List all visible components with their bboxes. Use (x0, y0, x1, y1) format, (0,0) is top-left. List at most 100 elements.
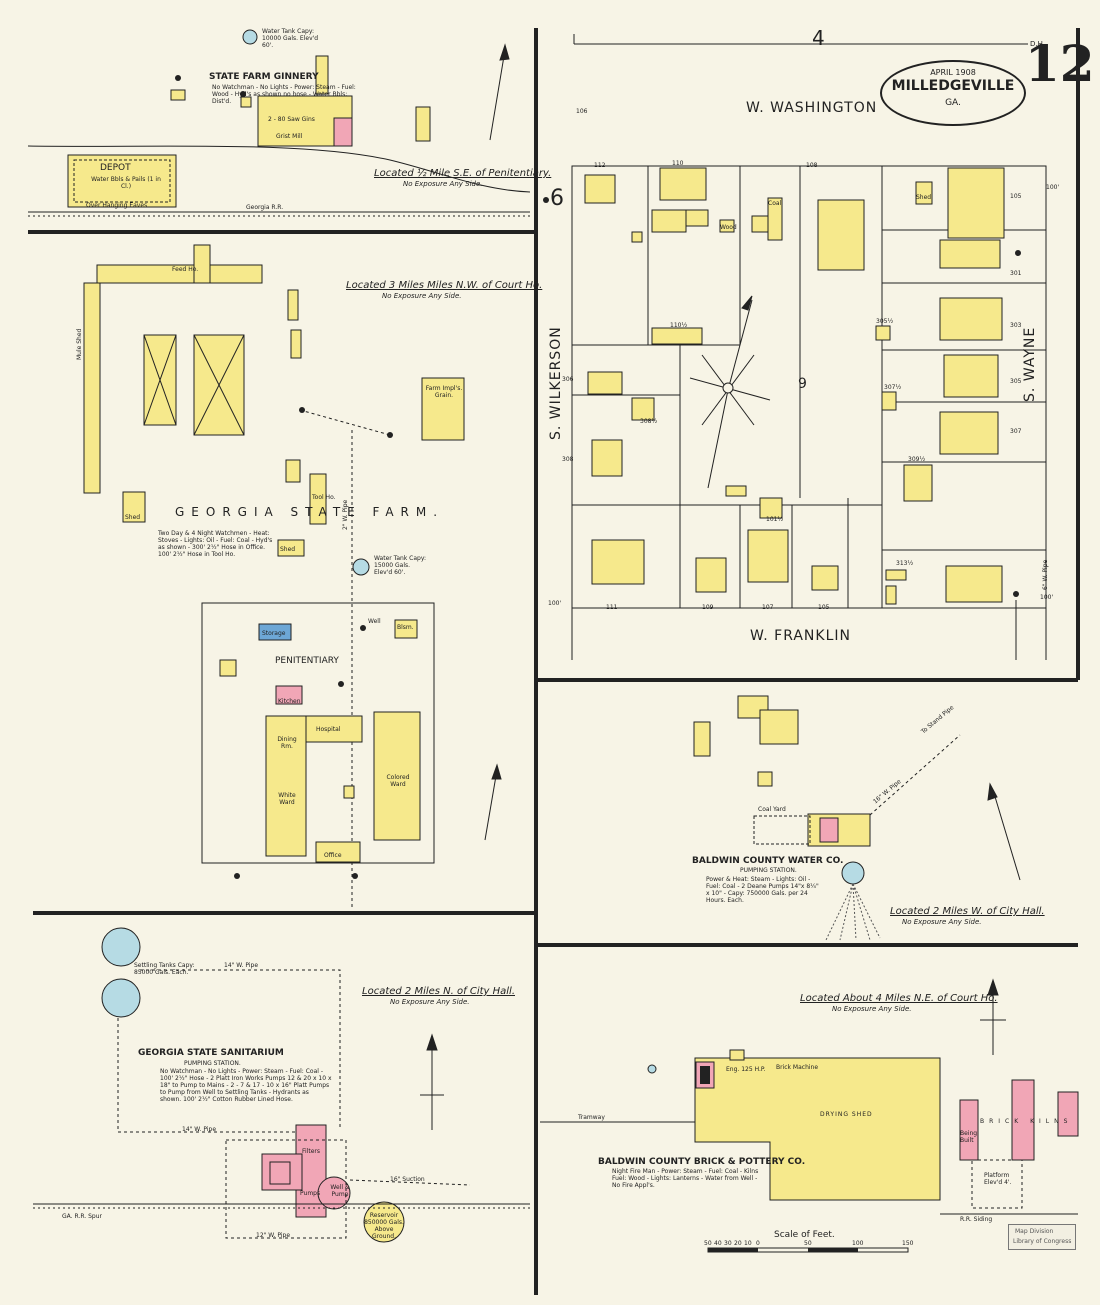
farm-water-tank: Water Tank Capy: 15000 Gals. Elev'd 60'. (374, 555, 426, 576)
sanitarium-subtitle: PUMPING STATION. (184, 1060, 241, 1067)
hospital-label: Hospital (316, 726, 341, 733)
office-label: Office (324, 852, 342, 859)
block-pipe-label: 6" W. Pipe (1042, 559, 1049, 590)
dh-label: D.H. (1030, 40, 1045, 48)
engine-label: Eng. 125 H.P. (726, 1066, 766, 1073)
scale-tick-5: 0 (756, 1240, 760, 1247)
ginnery-water-tank: Water Tank Capy: 10000 Gals. Elev'd 60'. (262, 28, 319, 49)
farm-notes: Two Day & 4 Night Watchmen - Heat: Stove… (158, 530, 273, 558)
north-arrows (420, 43, 1021, 1130)
water-co-title: BALDWIN COUNTY WATER CO. (692, 856, 844, 866)
address-19: 306 (562, 376, 574, 383)
brick-works (540, 1049, 1079, 1215)
being-built-label: Being Built (960, 1130, 978, 1144)
well-pump-label: Well & Pump (330, 1184, 350, 1198)
ginnery-area (27, 29, 531, 217)
farm-exposure: No Exposure Any Side. (382, 292, 462, 300)
railroad-label: Georgia R.R. (246, 204, 284, 211)
depot-note: Water Bbls & Pails (1 in Cl.) (91, 176, 161, 190)
panel-dividers (28, 28, 1080, 1295)
pipe-14-label-2: 14" W. Pipe (182, 1126, 217, 1133)
compass-rose-icon (689, 295, 771, 489)
ginnery-located: Located ½ Mile S.E. of Penitentiary. (374, 168, 552, 179)
city-block (571, 34, 1047, 660)
storage-label: Storage (262, 630, 286, 637)
shed-label: Shed (125, 514, 141, 521)
brick-machine-label: Brick Machine (776, 1064, 819, 1071)
city-name: MILLEDGEVILLE (891, 78, 1015, 94)
state-name: GA. (945, 98, 961, 108)
street-franklin: W. FRANKLIN (750, 628, 851, 644)
block-wood-label: Wood (720, 224, 737, 231)
sheet-number: 12 (1025, 34, 1095, 93)
settling-tanks-label: Settling Tanks Capy: 85000 Gals. Each. (134, 962, 195, 976)
kilns-label: BRICK KILNS (980, 1118, 1073, 1125)
tool-ho-label: Tool Ho. (312, 494, 336, 501)
dimension-2: 100' (548, 600, 562, 607)
ginnery-exposure: No Exposure Any Side. (403, 180, 483, 188)
kitchen-label: Kitchen (278, 698, 301, 705)
farm-pipe-label: 2" W. Pipe (342, 499, 349, 530)
dimension-1: 100' (1046, 184, 1060, 191)
address-6: 309½ (908, 456, 926, 463)
depot-title: DEPOT (100, 163, 131, 173)
coal-yard-label: Coal Yard (758, 806, 786, 813)
address-14: 105 (1010, 193, 1022, 200)
stamp-line-2: Library of Congress (1013, 1238, 1072, 1245)
ginnery-notes: No Watchman - No Lights - Power: Steam -… (212, 84, 356, 105)
suction-label: 16" Suction (390, 1176, 425, 1183)
sheet-ref-top: 4 (812, 26, 826, 50)
address-2: 108 (806, 162, 818, 169)
address-8: 101½ (766, 516, 784, 523)
address-9: 308½ (640, 418, 658, 425)
pipe-14-label: 14" W. Pipe (224, 962, 259, 969)
tramway-label: Tramway (578, 1114, 605, 1121)
blsm-label: Blsm. (397, 624, 414, 631)
white-ward-label: White Ward (278, 792, 296, 806)
scale-label: Scale of Feet. (774, 1230, 835, 1240)
sanitarium-title: GEORGIA STATE SANITARIUM (138, 1048, 284, 1058)
filters-label: Filters (302, 1148, 320, 1155)
water-exposure: No Exposure Any Side. (902, 918, 982, 926)
scale-tick-6: 50 (804, 1240, 812, 1247)
library-stamp: Map Division Library of Congress (1008, 1224, 1076, 1250)
address-13: 105 (818, 604, 830, 611)
sheet-date: APRIL 1908 (930, 68, 976, 77)
sanitarium-plant (33, 927, 530, 1243)
address-21: 106 (576, 108, 588, 115)
address-0: 112 (594, 162, 606, 169)
mule-shed-label: Mule Shed (76, 328, 83, 360)
dimension-3: 100' (1040, 594, 1054, 601)
penitentiary-title: PENITENTIARY (275, 656, 339, 666)
sanitarium-located: Located 2 Miles N. of City Hall. (362, 986, 515, 997)
address-3: 110½ (670, 322, 688, 329)
address-20: 308 (562, 456, 574, 463)
street-wayne: S. WAYNE (1022, 326, 1038, 402)
overhang-note: Over Hanging Eaves (86, 202, 148, 209)
farm-impl-label: Farm Impl's. Grain. (425, 385, 463, 399)
drying-shed-label: DRYING SHED (820, 1111, 873, 1118)
sheet-ref-left: 6 (550, 186, 564, 211)
address-4: 305½ (876, 318, 894, 325)
scale-bar (707, 1247, 909, 1253)
address-10: 111 (606, 604, 618, 611)
block-number: 9 (798, 376, 807, 392)
farm-located: Located 3 Miles Miles N.W. of Court Ho. (346, 280, 543, 291)
brick-co-title: BALDWIN COUNTY BRICK & POTTERY CO. (598, 1157, 806, 1167)
address-12: 107 (762, 604, 774, 611)
address-17: 305 (1010, 378, 1022, 385)
feed-ho-label: Feed Ho. (172, 266, 199, 273)
colored-ward-label: Colored Ward (386, 774, 410, 788)
address-7: 313½ (896, 560, 914, 567)
brick-located: Located About 4 Miles N.E. of Court Ho. (800, 993, 998, 1004)
grist-mill: Grist Mill (276, 133, 303, 140)
title-cartouche: APRIL 1908 MILLEDGEVILLE GA. (880, 60, 1026, 126)
scale-tick-2: 30 (724, 1240, 732, 1247)
street-washington: W. WASHINGTON (746, 100, 878, 116)
address-5: 307½ (884, 384, 902, 391)
street-wilkerson: S. WILKERSON (548, 326, 564, 440)
scale-tick-8: 150 (902, 1240, 914, 1247)
spur-label: GA. R.R. Spur (62, 1213, 102, 1220)
